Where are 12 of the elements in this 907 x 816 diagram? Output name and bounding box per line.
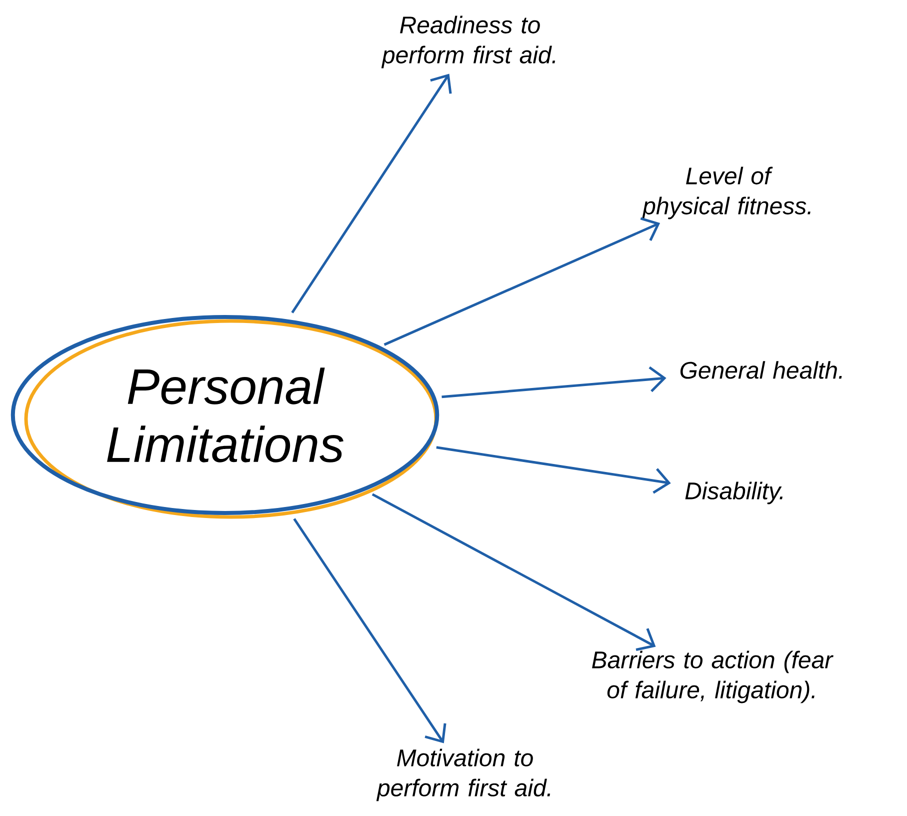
arrow xyxy=(372,493,656,651)
arrow xyxy=(291,74,452,314)
label-text: Motivation to perform first aid. xyxy=(376,748,550,802)
arrow xyxy=(293,518,446,744)
label-text: Readiness to perform first aid. xyxy=(381,16,556,68)
label-text: Disability. xyxy=(685,482,782,504)
label-text: Barriers to action (fear of failure, litigation). xyxy=(592,650,834,704)
arrow xyxy=(384,217,660,346)
arrow xyxy=(436,446,671,494)
label-text: General health. xyxy=(680,361,842,379)
arrow xyxy=(442,366,666,398)
label-text: Level of physical fitness. xyxy=(642,166,810,220)
